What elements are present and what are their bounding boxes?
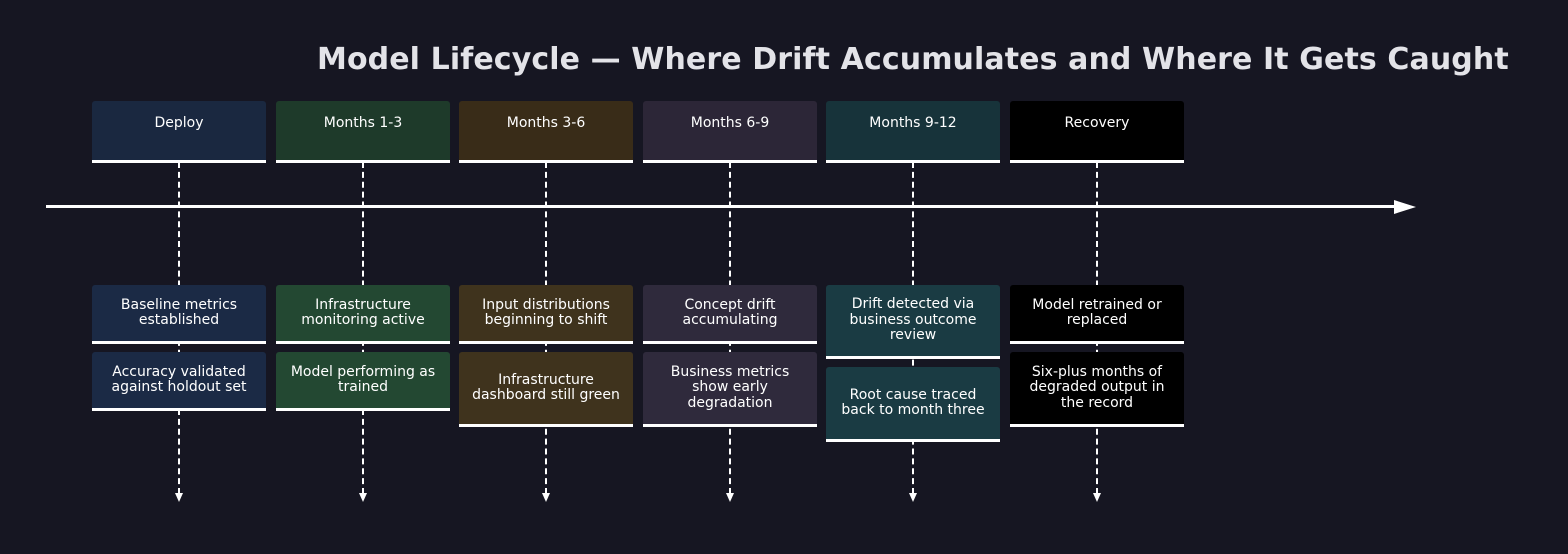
phase-event-text: Infrastructure monitoring active <box>301 296 425 328</box>
phase-header-label: Months 6-9 <box>690 115 770 131</box>
phase-event-text: Concept drift accumulating <box>682 296 778 328</box>
phase-event: Business metrics show early degradation <box>643 352 817 427</box>
timeline-axis <box>46 205 1398 208</box>
phase-event: Accuracy validated against holdout set <box>92 352 266 411</box>
phase-event-text: Drift detected via business outcome revi… <box>849 296 977 344</box>
phase-column-months-1-3: Months 1-3 Infrastructure monitoring act… <box>276 0 450 554</box>
timeline-arrowhead <box>1394 200 1416 214</box>
phase-header: Months 1-3 <box>276 101 450 163</box>
phase-arrowhead <box>175 493 183 502</box>
phase-event: Concept drift accumulating <box>643 285 817 344</box>
phase-event: Input distributions beginning to shift <box>459 285 633 344</box>
phase-column-months-6-9: Months 6-9 Concept drift accumulating Bu… <box>643 0 817 554</box>
phase-event: Six-plus months of degraded output in th… <box>1010 352 1184 427</box>
phase-event-text: Infrastructure dashboard still green <box>472 371 620 403</box>
phase-header: Deploy <box>92 101 266 163</box>
phase-event-text: Baseline metrics established <box>120 296 238 328</box>
phase-header-label: Deploy <box>154 115 204 131</box>
phase-header-label: Months 1-3 <box>323 115 403 131</box>
phase-header: Months 9-12 <box>826 101 1000 163</box>
phase-event: Infrastructure dashboard still green <box>459 352 633 427</box>
phase-column-deploy: Deploy Baseline metrics established Accu… <box>92 0 266 554</box>
phase-event: Model performing as trained <box>276 352 450 411</box>
phase-event-text: Root cause traced back to month three <box>841 386 985 418</box>
phase-event: Baseline metrics established <box>92 285 266 344</box>
phase-arrowhead <box>726 493 734 502</box>
phase-event-text: Model retrained or replaced <box>1032 296 1162 328</box>
phase-header: Months 6-9 <box>643 101 817 163</box>
phase-event-text: Business metrics show early degradation <box>670 363 790 411</box>
phase-arrowhead <box>359 493 367 502</box>
phase-header: Recovery <box>1010 101 1184 163</box>
phase-event: Infrastructure monitoring active <box>276 285 450 344</box>
phase-header: Months 3-6 <box>459 101 633 163</box>
phase-event-text: Input distributions beginning to shift <box>482 296 610 328</box>
phase-arrowhead <box>909 493 917 502</box>
phase-header-label: Months 3-6 <box>506 115 586 131</box>
phase-event-text: Accuracy validated against holdout set <box>111 363 247 395</box>
phase-event-text: Model performing as trained <box>290 363 436 395</box>
phase-event: Root cause traced back to month three <box>826 367 1000 442</box>
phase-header-label: Recovery <box>1064 115 1130 131</box>
phase-column-months-3-6: Months 3-6 Input distributions beginning… <box>459 0 633 554</box>
phase-arrowhead <box>542 493 550 502</box>
phase-event-text: Six-plus months of degraded output in th… <box>1029 363 1165 411</box>
phase-header-label: Months 9-12 <box>869 115 957 131</box>
phase-event: Drift detected via business outcome revi… <box>826 285 1000 359</box>
phase-event: Model retrained or replaced <box>1010 285 1184 344</box>
phase-arrowhead <box>1093 493 1101 502</box>
phase-column-months-9-12: Months 9-12 Drift detected via business … <box>826 0 1000 554</box>
page-title: Model Lifecycle — Where Drift Accumulate… <box>317 42 1509 77</box>
phase-column-recovery: Recovery Model retrained or replaced Six… <box>1010 0 1184 554</box>
